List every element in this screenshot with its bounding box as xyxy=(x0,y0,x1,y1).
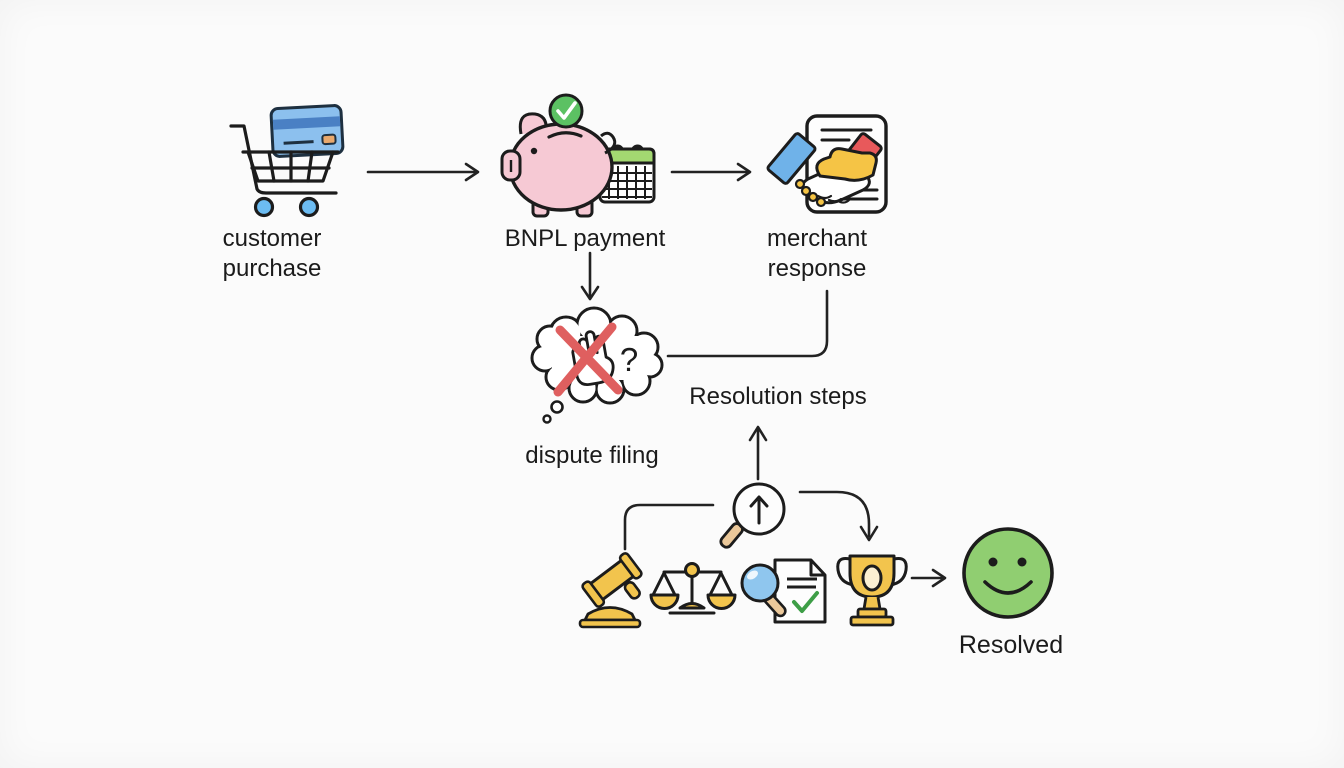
bubble-tail-large xyxy=(550,400,564,414)
elbow-hub-to-gavel xyxy=(623,503,715,551)
arrow-trophy-to-resolved xyxy=(910,568,947,588)
smiley-face-icon xyxy=(962,527,1054,619)
label-line: response xyxy=(767,255,867,282)
label-line: Resolved xyxy=(958,631,1064,659)
arrow-hub-to-resolution-steps xyxy=(748,425,768,481)
label-line: Resolution steps xyxy=(689,383,867,410)
dispute-filing-label: dispute filing xyxy=(525,441,658,471)
question-mark: ? xyxy=(620,341,638,378)
piggy-bank-calendar-check-icon xyxy=(500,93,656,218)
arrow-customer-to-bnpl xyxy=(366,162,480,182)
magnifier-document-check-icon xyxy=(740,558,827,624)
credit-card-icon xyxy=(269,104,345,158)
shopping-cart-credit-card-icon xyxy=(229,104,345,218)
calendar-icon xyxy=(598,144,656,204)
magnifier-icon xyxy=(740,563,787,618)
elbow-merchant-to-dispute xyxy=(666,289,829,358)
connectors xyxy=(366,162,947,588)
label-line: purchase xyxy=(222,255,322,282)
thought-bubble-blocked-hand-icon: ? xyxy=(530,306,664,424)
curve-hub-to-trophy xyxy=(798,490,879,542)
trophy-icon xyxy=(836,554,908,627)
arrow-bnpl-to-dispute xyxy=(580,251,600,301)
customer-purchase-label: customer purchase xyxy=(223,224,322,284)
bnpl-payment-label: BNPL payment xyxy=(505,224,666,254)
red-x-icon xyxy=(553,322,623,397)
resolved-label: Resolved xyxy=(959,630,1063,660)
shopping-cart-icon xyxy=(229,124,340,218)
piggy-bank-icon xyxy=(500,112,617,218)
bubble-tail-small xyxy=(542,414,552,424)
handshake-document-icon xyxy=(766,114,888,214)
resolution-steps-label: Resolution steps xyxy=(689,382,866,412)
label-line: BNPL payment xyxy=(504,225,666,252)
check-circle-icon xyxy=(548,93,584,129)
handshake-icon xyxy=(766,132,883,208)
label-line: customer xyxy=(222,225,322,252)
gavel-icon xyxy=(578,552,643,629)
arrow-bnpl-to-merchant xyxy=(670,162,752,182)
merchant-response-label: merchant response xyxy=(767,224,867,284)
scales-of-justice-icon xyxy=(649,562,737,615)
document-check-icon xyxy=(773,558,827,624)
magnifier-up-arrow-icon xyxy=(719,482,786,549)
label-line: merchant xyxy=(766,225,868,252)
label-line: dispute filing xyxy=(525,442,659,469)
